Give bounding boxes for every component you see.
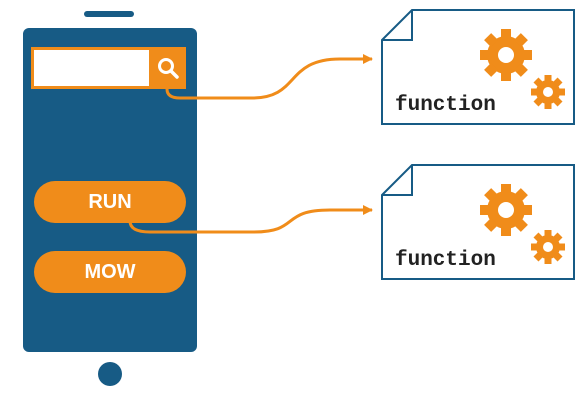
mow-button[interactable]: MOW <box>34 251 186 293</box>
gears-icon <box>480 184 532 236</box>
search-icon <box>157 58 179 79</box>
function-document-1 <box>381 9 575 125</box>
phone-speaker <box>84 11 134 17</box>
function-document-2 <box>381 164 575 280</box>
gears-icon <box>480 29 532 81</box>
connector-search-to-function <box>165 54 373 100</box>
search-button[interactable] <box>149 47 186 89</box>
function-label-1: function <box>395 94 496 117</box>
function-label-2: function <box>395 249 496 272</box>
connector-run-to-function <box>128 205 373 234</box>
phone-home-button[interactable] <box>98 362 122 386</box>
run-button[interactable]: RUN <box>34 181 186 223</box>
search-input[interactable] <box>34 50 149 86</box>
